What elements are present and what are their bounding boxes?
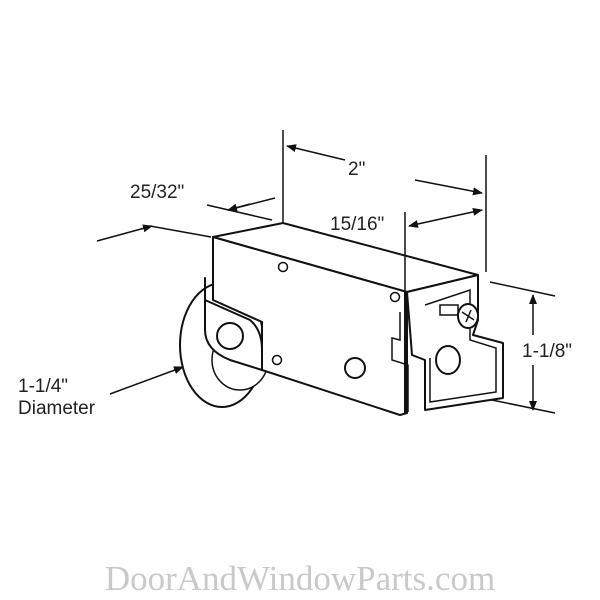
axle-hub (216, 322, 244, 350)
wheel-size-label: 1-1/4" (18, 376, 68, 397)
length-label: 2" (348, 159, 365, 180)
end-bracket (406, 274, 504, 411)
dimension-height: 1-1/8" (489, 281, 572, 414)
wheel-diameter-label: Diameter (18, 398, 96, 419)
dimension-bracket: 15/16" (330, 207, 483, 292)
height-label: 1-1/8" (522, 341, 572, 362)
dimension-offset: 25/32" (96, 182, 276, 242)
screw-shank (439, 304, 459, 316)
watermark: DoorAndWindowParts.com (105, 559, 495, 598)
bracket-label: 15/16" (330, 214, 384, 235)
dimension-wheel: 1-1/4" Diameter (18, 366, 184, 419)
offset-label: 25/32" (130, 182, 184, 203)
dimension-length: 2" (282, 130, 487, 272)
